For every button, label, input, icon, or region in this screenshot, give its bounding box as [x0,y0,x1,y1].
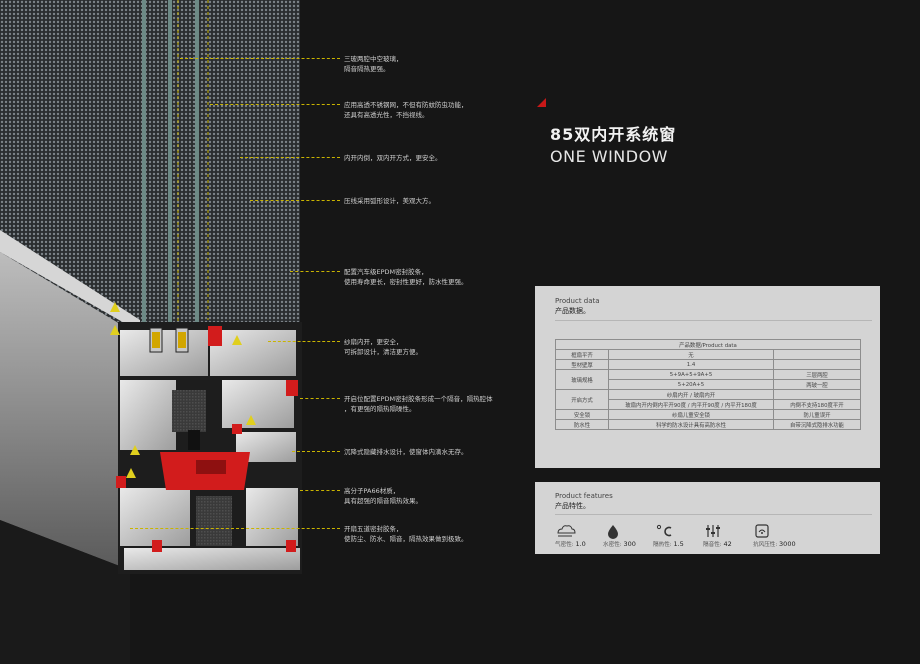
sound-equalizer-icon [706,525,720,537]
annotation-pa66: 高分子PA66材质，具有超强的隔音隔热效果。 [344,487,422,505]
product-data-table: 产品数据/Product data 框扇平齐 无 型材壁厚 1.4 玻璃规格 5… [555,339,861,430]
annotation-triple-glass: 三玻两腔中空玻璃，隔音隔热更强。 [344,55,403,73]
leader-line [268,341,340,342]
feature-label: 隔热性: [653,542,672,548]
feature-value: 1.0 [575,540,586,548]
annotation-cavity: 开启位配置EPDM密封胶条形成一个隔音，隔热腔体，有更强的隔热隔噪性。 [344,395,493,413]
table-row: 型材壁厚 1.4 [555,359,861,370]
table-row: 框扇平齐 无 [555,349,861,360]
table-row: 防水性 科学的防水设计具有高防水性 自带沉降式隐排水功能 [555,419,861,430]
feature-label: 水密性: [603,542,622,548]
panel-divider [555,320,872,321]
table-caption: 产品数据/Product data [555,339,861,350]
leader-line [300,490,340,491]
annotation-screen-sash: 纱扇内开，更安全，可拆卸设计，清洁更方便。 [344,338,422,356]
feature-label: 气密性: [555,542,574,548]
product-features-panel: Product features 产品特性。 气密性: 1.0 水密性: 300… [535,482,880,554]
leader-line [300,398,340,399]
title-accent-triangle [537,98,546,107]
leader-line [240,157,340,158]
annotation-seals: 开扇五道密封胶条，使防尘、防水、隔音，隔热效果做到极致。 [344,525,468,543]
table-row: 产品数据/Product data [555,339,861,350]
table-row: 安全锁 纱扇儿童安全锁 防儿童误开 [555,409,861,420]
panel-heading-en: Product features [555,492,613,500]
feature-value: 300 [623,540,636,548]
window-profile-illustration [0,0,302,664]
feature-value: 1.5 [673,540,684,548]
annotation-epdm: 配置汽车级EPDM密封胶条，使用寿命更长，密封性更好，防水性更强。 [344,268,468,286]
annotation-mesh: 应用高透不锈钢网，不但有防蚊防虫功能，还具有高透光性，不挡视线。 [344,101,468,119]
outer-frame-face [0,252,130,570]
table-row: 玻璃规格 5+9A+5+9A+5 三层两腔 [555,369,861,390]
page-subtitle: ONE WINDOW [550,147,668,166]
water-drop-icon [608,525,618,539]
table-row: 开启方式 纱扇内开 / 玻扇内开 [555,389,861,410]
feature-label: 抗风压性: [753,542,778,548]
cloud-wind-icon [557,525,576,537]
feature-value: 3000 [779,540,796,548]
insulation-foam [172,390,206,432]
annotation-drainage: 沉降式隐藏排水设计，使窗体内滴水无存。 [344,448,468,456]
panel-divider [555,514,872,515]
annotation-opening: 内开内倒，双内开方式，更安全。 [344,154,442,162]
leader-line [292,451,340,452]
leader-line [130,528,340,529]
leader-line [250,200,340,201]
panel-heading-cn: 产品特性。 [555,502,590,510]
leader-line [290,271,340,272]
glass-edge [142,0,146,330]
feature-label: 隔音性: [703,542,722,548]
temperature-icon [656,524,672,537]
feature-value: 42 [723,540,732,548]
panel-heading-en: Product data [555,297,600,305]
panel-heading-cn: 产品数据。 [555,307,590,315]
annotation-bead: 压线采用弧形设计，美观大方。 [344,197,435,205]
leader-line [180,58,340,59]
leader-line [210,104,340,105]
wind-pressure-icon [755,524,769,538]
page-title: 85双内开系统窗 [550,125,677,144]
product-data-panel: Product data 产品数据。 产品数据/Product data 框扇平… [535,286,880,468]
